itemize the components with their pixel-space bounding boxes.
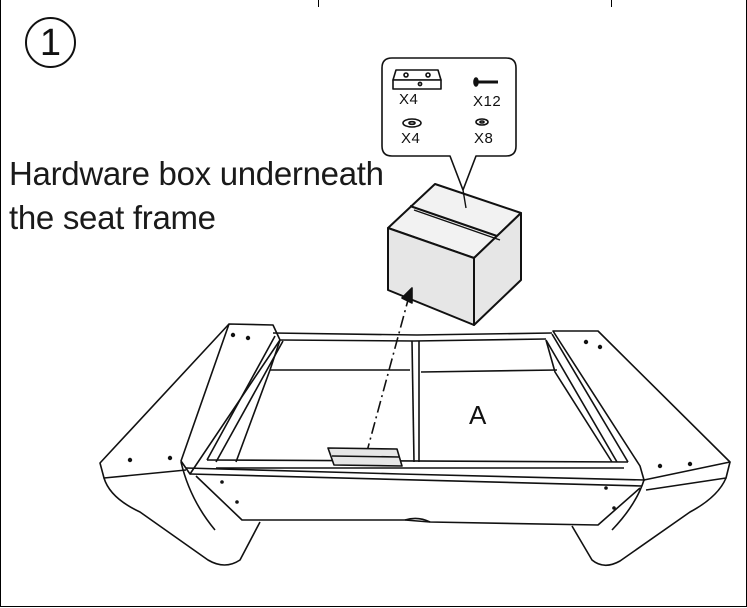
caption-line-1: Hardware box underneath	[9, 155, 384, 192]
washer-large-icon	[402, 118, 422, 128]
bracket-plate-qty: X4	[399, 91, 419, 108]
placement-arrow	[365, 287, 413, 456]
bolt-qty: X12	[473, 93, 502, 110]
washer-small-icon	[475, 118, 489, 126]
washer-large-qty: X4	[401, 130, 421, 147]
washer-small-qty: X8	[474, 130, 494, 147]
screw-holes	[127, 332, 693, 510]
part-label-a: A	[469, 400, 487, 430]
top-divider	[611, 0, 612, 7]
hardware-box	[387, 183, 522, 326]
caption-line-2: the seat frame	[9, 199, 216, 236]
seat-frame	[99, 323, 731, 567]
bracket-plate-icon	[392, 69, 442, 90]
step-number: 1	[25, 17, 76, 68]
hardware-caption: Hardware box underneath the seat frame	[9, 152, 384, 240]
bolt-icon	[473, 77, 498, 87]
top-divider	[318, 0, 319, 7]
hardware-callout	[381, 57, 517, 191]
